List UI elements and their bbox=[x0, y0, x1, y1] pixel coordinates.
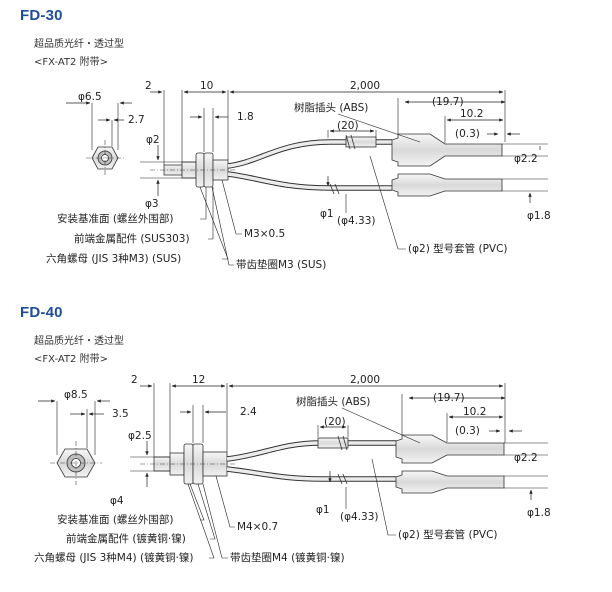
resin-plug-top bbox=[391, 133, 503, 167]
dim-label-10p2: 10.2 bbox=[463, 406, 486, 418]
hex-nut-label: 六角螺母 (JIS 3种M3) (SUS) bbox=[46, 252, 181, 265]
mount-surface-label: 安装基准面 (螺丝外围部) bbox=[57, 513, 174, 526]
dim-hex-dia: φ6.5 bbox=[66, 91, 132, 150]
sensor-head bbox=[150, 152, 236, 188]
dim-label-2: 2 bbox=[131, 374, 138, 386]
dim-label-1p8: 1.8 bbox=[237, 111, 254, 123]
tip-fitting-label: 前端金属配件 (镀黄铜·镍) bbox=[66, 532, 186, 545]
part-labels: (φ2) 型号套管 (PVC) 安装基准面 (螺丝外围部) 前端金属配件 (SU… bbox=[46, 155, 508, 271]
hex-nut-end-view bbox=[86, 140, 124, 176]
subtitle: 超品质光纤・透过型 bbox=[34, 336, 124, 347]
model-title: FD-30 bbox=[20, 7, 63, 24]
dimension-drawing: φ6.5 2.7 bbox=[46, 80, 551, 271]
dim-label-phi4: φ4 bbox=[110, 495, 124, 507]
dim-label-19p7: (19.7) bbox=[433, 392, 465, 404]
tip-fitting-label: 前端金属配件 (SUS303) bbox=[74, 232, 190, 245]
hex-nut-label: 六角螺母 (JIS 3种M4) (镀黄铜·镍) bbox=[34, 551, 194, 564]
sleeve-label: (φ2) 型号套管 (PVC) bbox=[408, 242, 508, 255]
part-labels: (φ2) 型号套管 (PVC) 安装基准面 (螺丝外围部) 前端金属配件 (镀黄… bbox=[34, 458, 498, 564]
dim-label-10p2: 10.2 bbox=[460, 108, 483, 120]
sensor-head bbox=[140, 443, 236, 485]
dim-label-10: 10 bbox=[200, 80, 213, 92]
dim-label-2p4: 2.4 bbox=[240, 406, 257, 418]
dim-label-20: (20) bbox=[324, 416, 346, 428]
hex-nut-end-view bbox=[50, 441, 102, 485]
dim-label-phi1p8: φ1.8 bbox=[527, 210, 551, 222]
plug-label: 树脂插头 (ABS) bbox=[296, 395, 370, 408]
washer-label: 带齿垫圈M3 (SUS) bbox=[236, 258, 326, 271]
resin-plug-bottom bbox=[395, 470, 505, 494]
fiber-cable bbox=[226, 435, 396, 485]
dim-top-chain: 2 10 2,000 1.8 bbox=[145, 80, 506, 165]
dim-label-19p7: (19.7) bbox=[432, 96, 464, 108]
dim-label-phi3: φ3 bbox=[145, 198, 159, 210]
fiber-cable bbox=[227, 134, 392, 195]
dim-hex-width: 2.7 bbox=[98, 114, 145, 146]
dim-tip-dia: φ2.5 φ4 bbox=[110, 430, 170, 507]
dim-label-phi1: φ1 bbox=[316, 504, 330, 516]
dim-label-2000: 2,000 bbox=[350, 374, 380, 386]
dim-label-0p3: (0.3) bbox=[455, 128, 480, 140]
model-title: FD-40 bbox=[20, 304, 63, 321]
section-fd30: FD-30 超品质光纤・透过型 <FX-AT2 附带> bbox=[0, 0, 612, 295]
dim-label-phi4p33: (φ4.33) bbox=[337, 215, 376, 227]
washer-label: 带齿垫圈M4 (镀黄铜·镍) bbox=[230, 551, 345, 564]
dim-hex-dia: φ8.5 bbox=[38, 389, 110, 455]
resin-plug-bottom bbox=[391, 173, 503, 197]
subtitle: 超品质光纤・透过型 bbox=[34, 39, 124, 50]
attachment-note: <FX-AT2 附带> bbox=[34, 354, 108, 365]
thread-label: M4×0.7 bbox=[237, 521, 278, 533]
dim-label-phi1: φ1 bbox=[320, 208, 334, 220]
dim-label-phi2p2: φ2.2 bbox=[514, 153, 538, 165]
dim-label-0p3: (0.3) bbox=[455, 425, 480, 437]
dim-fiber-dias: φ1 (φ4.33) bbox=[316, 471, 379, 523]
mount-surface-label: 安装基准面 (螺丝外围部) bbox=[57, 212, 174, 225]
dim-label-phi2: φ2 bbox=[146, 134, 160, 146]
dim-fiber-dias: φ1 (φ4.33) bbox=[320, 176, 376, 227]
dim-tip-dia: φ2 φ3 bbox=[140, 134, 196, 210]
sleeve-label: (φ2) 型号套管 (PVC) bbox=[398, 528, 498, 541]
dim-label-12: 12 bbox=[192, 374, 205, 386]
dim-label-hex-dia: φ6.5 bbox=[78, 91, 102, 103]
dim-hex-width: 3.5 bbox=[70, 408, 129, 448]
thread-label: M3×0.5 bbox=[244, 228, 285, 240]
dim-plug-dias: φ2.2 φ1.8 bbox=[502, 143, 551, 222]
attachment-note: <FX-AT2 附带> bbox=[34, 57, 108, 68]
dimension-drawing: φ8.5 3.5 bbox=[34, 374, 551, 564]
dim-label-20: (20) bbox=[337, 120, 359, 132]
plug-label-group: 树脂插头 (ABS) (19.7) 10.2 (0.3) (20) bbox=[294, 96, 520, 143]
dim-label-phi2p2: φ2.2 bbox=[514, 452, 538, 464]
dim-top-chain: 2 12 2,000 2.4 bbox=[131, 374, 506, 457]
plug-label: 树脂插头 (ABS) bbox=[294, 101, 368, 114]
dim-label-2000: 2,000 bbox=[350, 80, 380, 92]
dim-label-phi1p8: φ1.8 bbox=[527, 507, 551, 519]
dim-label-phi4p33: (φ4.33) bbox=[340, 511, 379, 523]
section-fd40: FD-40 超品质光纤・透过型 <FX-AT2 附带> bbox=[0, 297, 612, 592]
dim-label-hex-width: 2.7 bbox=[128, 114, 145, 126]
dim-label-hex-width: 3.5 bbox=[112, 408, 129, 420]
dim-label-phi2p5: φ2.5 bbox=[128, 430, 152, 442]
dim-label-hex-dia: φ8.5 bbox=[64, 389, 88, 401]
plug-label-group: 树脂插头 (ABS) (19.7) 10.2 (0.3) (20) bbox=[296, 392, 522, 444]
dim-plug-dias: φ2.2 φ1.8 bbox=[504, 442, 551, 519]
dim-label-2: 2 bbox=[145, 80, 152, 92]
